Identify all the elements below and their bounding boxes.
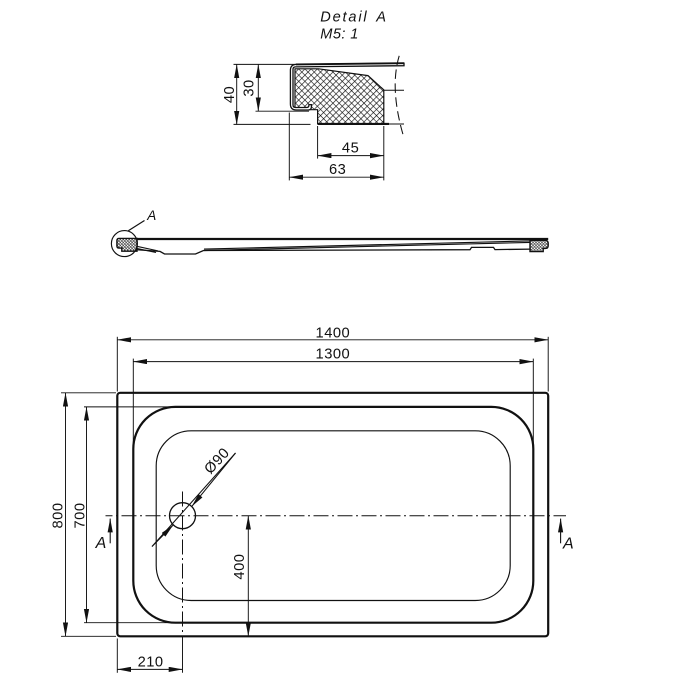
svg-text:30: 30	[241, 79, 257, 96]
svg-text:1300: 1300	[316, 347, 351, 363]
svg-text:M5: 1: M5: 1	[320, 26, 359, 42]
svg-text:A: A	[95, 535, 107, 552]
svg-text:63: 63	[329, 162, 346, 178]
svg-text:A: A	[146, 208, 156, 223]
svg-text:1400: 1400	[316, 325, 351, 341]
svg-text:700: 700	[72, 502, 88, 528]
svg-text:800: 800	[50, 502, 66, 528]
svg-text:Detail: Detail	[320, 10, 368, 26]
svg-text:210: 210	[138, 655, 164, 671]
svg-text:A: A	[375, 10, 386, 26]
svg-text:40: 40	[222, 86, 238, 103]
svg-text:45: 45	[342, 141, 359, 157]
svg-text:A: A	[562, 536, 574, 553]
svg-text:400: 400	[232, 554, 248, 580]
